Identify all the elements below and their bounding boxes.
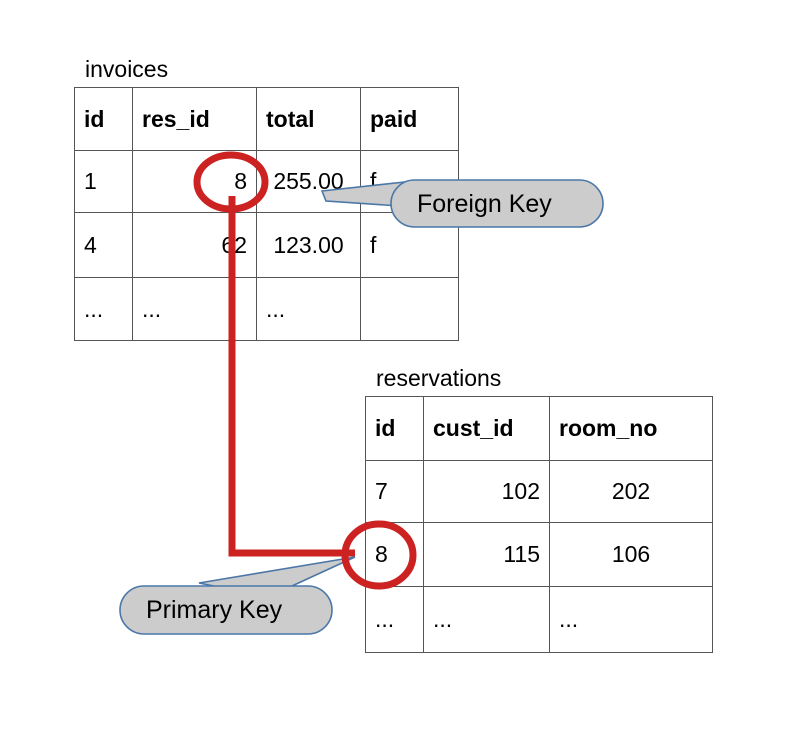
cell-reservations-r0-cust-id: 102: [423, 460, 550, 523]
column-header-room-no: room_no: [549, 396, 713, 461]
column-header-paid: paid: [360, 87, 459, 151]
cell-invoices-r0-res-id: 8: [132, 150, 257, 213]
invoices-table: id res_id total paid 1 8 255.00 f 4 62 1…: [74, 87, 459, 341]
table-row: 8 115 106: [365, 522, 713, 587]
table-row: ... ... ...: [365, 586, 713, 653]
cell-reservations-r0-room-no: 202: [549, 460, 713, 523]
column-header-total: total: [256, 87, 361, 151]
primary-key-callout-label: Primary Key: [146, 596, 283, 624]
column-header-res-id: res_id: [132, 87, 257, 151]
cell-invoices-r0-id: 1: [74, 150, 133, 213]
cell-reservations-r1-cust-id: 115: [423, 522, 550, 587]
cell-invoices-r1-res-id: 62: [132, 212, 257, 278]
cell-invoices-r1-paid: f: [360, 212, 459, 278]
cell-invoices-r2-res-id: ...: [132, 277, 257, 341]
column-header-id: id: [365, 396, 424, 461]
cell-invoices-r0-total: 255.00: [256, 150, 361, 213]
foreign-key-callout-label: Foreign Key: [417, 190, 552, 218]
cell-reservations-r0-id: 7: [365, 460, 424, 523]
cell-invoices-r2-id: ...: [74, 277, 133, 341]
table-row: 1 8 255.00 f: [74, 150, 459, 213]
primary-key-callout-tail: [198, 556, 356, 598]
reservations-table-title: reservations: [376, 365, 502, 391]
column-header-cust-id: cust_id: [423, 396, 550, 461]
cell-reservations-r2-room-no: ...: [549, 586, 713, 653]
column-header-id: id: [74, 87, 133, 151]
table-header-row: id cust_id room_no: [365, 396, 713, 461]
cell-invoices-r2-total: ...: [256, 277, 361, 341]
table-header-row: id res_id total paid: [74, 87, 459, 151]
cell-reservations-r1-id: 8: [365, 522, 424, 587]
cell-reservations-r2-id: ...: [365, 586, 424, 653]
cell-invoices-r1-total: 123.00: [256, 212, 361, 278]
cell-invoices-r1-id: 4: [74, 212, 133, 278]
invoices-table-title: invoices: [85, 56, 169, 82]
cell-reservations-r2-cust-id: ...: [423, 586, 550, 653]
table-row: 7 102 202: [365, 460, 713, 523]
cell-reservations-r1-room-no: 106: [549, 522, 713, 587]
table-row: ... ... ...: [74, 277, 459, 341]
table-row: 4 62 123.00 f: [74, 212, 459, 278]
cell-invoices-r2-paid: [360, 277, 459, 341]
reservations-table: id cust_id room_no 7 102 202 8 115 106 .…: [365, 396, 713, 653]
